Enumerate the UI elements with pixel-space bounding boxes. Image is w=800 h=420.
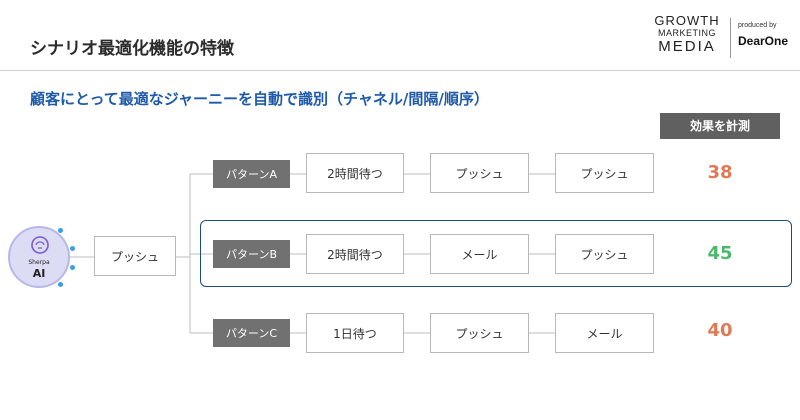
pattern-a-step-3: プッシュ (555, 153, 654, 193)
dearone-logo: DearOne (738, 34, 789, 48)
avatar-dot (70, 265, 75, 270)
avatar-dot (58, 282, 63, 287)
avatar-label: AI (32, 267, 46, 280)
pattern-a-result: 38 (707, 162, 733, 183)
avatar-dot (58, 228, 63, 233)
logo-divider (730, 18, 731, 58)
pattern-a-step-1: 2時間待つ (306, 153, 404, 193)
pattern-b-result: 45 (707, 243, 733, 264)
growth-marketing-media-logo: GROWTH MARKETING MEDIA (652, 14, 722, 54)
pattern-c-result: 40 (707, 320, 733, 341)
pattern-a-label: パターンA (213, 160, 290, 188)
avatar-dot (70, 246, 75, 251)
effect-header: 効果を計測 (660, 113, 780, 139)
pattern-b-label: パターンB (213, 240, 290, 268)
pattern-b-step-3: プッシュ (555, 234, 654, 274)
pattern-c-label: パターンC (213, 319, 290, 347)
logo-line-3: MEDIA (658, 38, 716, 55)
pattern-b-step-1: 2時間待つ (306, 234, 404, 274)
avatar-caption: Sherpa (28, 259, 50, 266)
logo-line-2: MARKETING (657, 28, 716, 38)
ai-head-icon (31, 236, 49, 254)
subtitle: 顧客にとって最適なジャーニーを自動で識別（チャネル/間隔/順序） (30, 90, 489, 108)
header-divider (0, 70, 800, 71)
pattern-c-step-1: 1日待つ (306, 313, 404, 353)
pattern-b-highlight (200, 220, 792, 287)
page-title: シナリオ最適化機能の特徴 (30, 39, 234, 59)
sherpa-ai-avatar: Sherpa AI (8, 226, 70, 288)
pattern-c-step-3: メール (555, 313, 654, 353)
produced-by-text: produced by (738, 22, 777, 29)
pattern-a-step-2: プッシュ (430, 153, 529, 193)
start-node: プッシュ (94, 236, 176, 276)
logo-line-1: GROWTH (654, 13, 720, 28)
pattern-c-step-2: プッシュ (430, 313, 529, 353)
pattern-b-step-2: メール (430, 234, 529, 274)
